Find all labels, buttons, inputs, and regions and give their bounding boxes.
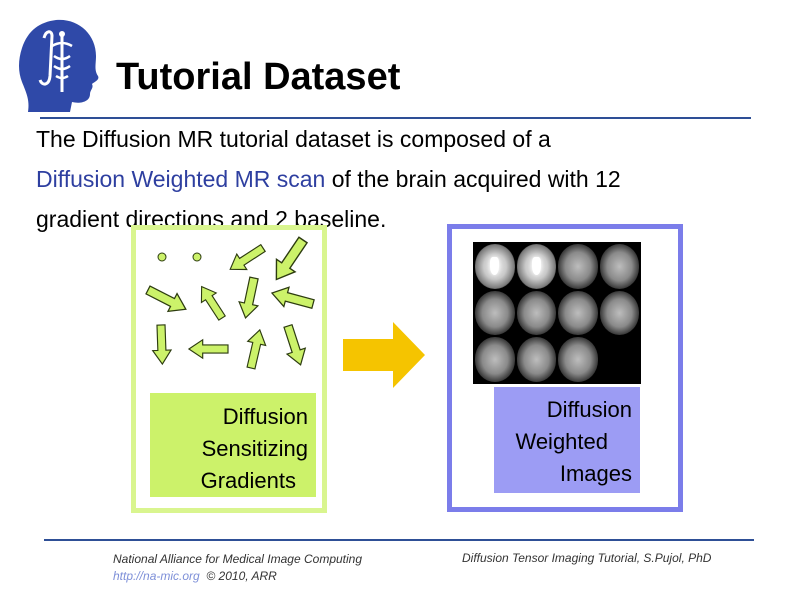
dwi-slice bbox=[516, 337, 556, 382]
dwi-label-line: Images bbox=[559, 461, 632, 486]
footer-org: National Alliance for Medical Image Comp… bbox=[113, 552, 363, 566]
namic-head-logo-icon bbox=[19, 19, 99, 112]
dwi-slice bbox=[475, 290, 515, 336]
gradient-direction-arrow-icon bbox=[268, 282, 317, 315]
dwi-slice bbox=[516, 290, 556, 336]
highlight-phrase: Diffusion Weighted MR scan bbox=[36, 166, 326, 192]
dwi-label-line: Diffusion bbox=[546, 397, 632, 422]
gradient-direction-arrow-icon bbox=[224, 239, 269, 278]
gradients-panel: Diffusion Sensitizing Gradients bbox=[131, 225, 327, 513]
footer-left: National Alliance for Medical Image Comp… bbox=[113, 551, 362, 585]
gradient-direction-arrow-icon bbox=[241, 327, 270, 371]
footer-credit: Diffusion Tensor Imaging Tutorial, S.Puj… bbox=[462, 551, 712, 565]
dwi-slice bbox=[558, 290, 598, 336]
gradient-direction-arrow-icon bbox=[266, 233, 313, 287]
footer-links: http://na-mic.org © 2010, ARR bbox=[113, 568, 362, 585]
gradient-direction-arrow-icon bbox=[188, 339, 229, 359]
dwi-panel: Diffusion Weighted Images bbox=[447, 224, 683, 512]
gradient-arrows-diagram bbox=[142, 233, 317, 371]
gradients-label-line: Sensitizing bbox=[201, 436, 308, 461]
footer-url-link[interactable]: http://na-mic.org bbox=[113, 569, 200, 583]
gradient-direction-arrow-icon bbox=[235, 275, 264, 321]
gradients-label-line: Gradients bbox=[200, 468, 296, 493]
body-paragraph: The Diffusion MR tutorial dataset is com… bbox=[36, 119, 736, 239]
body-line-2-rest: of the brain acquired with 12 bbox=[325, 166, 621, 192]
dwi-label: Diffusion Weighted Images bbox=[494, 387, 640, 493]
baseline-slice bbox=[475, 244, 515, 289]
dwi-label-line: Weighted bbox=[515, 429, 608, 454]
gradient-direction-arrow-icon bbox=[151, 324, 173, 365]
dwi-slice bbox=[475, 337, 515, 382]
gradient-dot bbox=[157, 252, 167, 262]
right-arrow-icon bbox=[343, 322, 425, 388]
gradient-direction-arrow-icon bbox=[278, 322, 311, 369]
gradients-label: Diffusion Sensitizing Gradients bbox=[150, 393, 316, 497]
gradient-direction-arrow-icon bbox=[142, 280, 192, 319]
baseline-slice bbox=[516, 244, 556, 289]
mri-slices-grid bbox=[473, 242, 641, 384]
title-divider bbox=[40, 117, 751, 119]
slide-title: Tutorial Dataset bbox=[116, 56, 401, 98]
gradient-direction-arrow-icon bbox=[193, 281, 230, 324]
dwi-slice bbox=[558, 244, 598, 289]
dwi-slice bbox=[558, 337, 598, 382]
body-line-2: Diffusion Weighted MR scan of the brain … bbox=[36, 159, 736, 199]
body-line-1: The Diffusion MR tutorial dataset is com… bbox=[36, 126, 551, 152]
dwi-slice bbox=[599, 290, 639, 336]
footer-divider bbox=[44, 539, 754, 541]
empty-slice bbox=[599, 337, 639, 382]
gradients-label-line: Diffusion bbox=[222, 404, 308, 429]
dwi-slice bbox=[599, 244, 639, 289]
gradient-dot bbox=[192, 252, 202, 262]
footer-copyright: © 2010, ARR bbox=[206, 569, 277, 583]
